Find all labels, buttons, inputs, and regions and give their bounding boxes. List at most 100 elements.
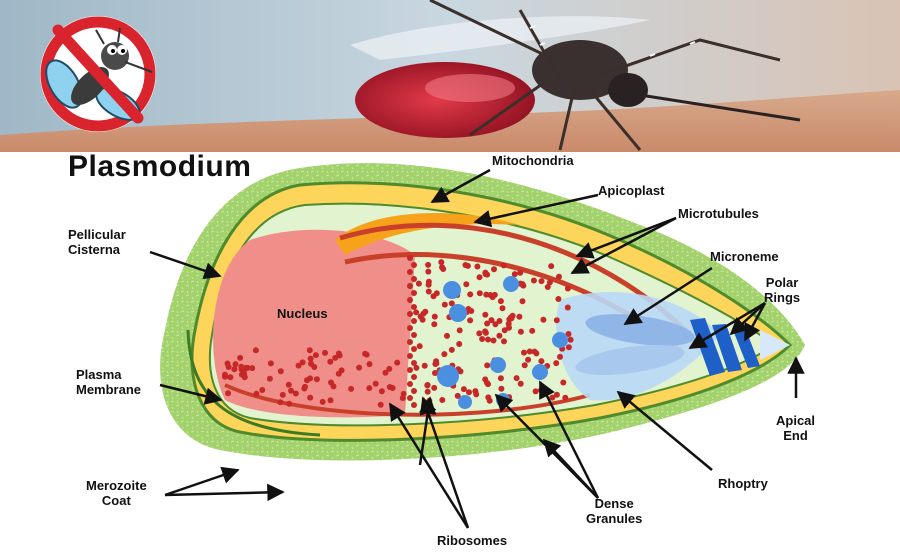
ribosome-dot [482, 328, 488, 334]
ribosome-dot [411, 304, 417, 310]
ribosome-dot [491, 338, 497, 344]
ribosome-dot [477, 290, 483, 296]
ribosome-dot [565, 286, 571, 292]
ribosome-dot [491, 266, 497, 272]
ribosome-dot [301, 386, 307, 392]
ribosome-dot [293, 391, 299, 397]
ribosome-dot [268, 360, 274, 366]
ribosome-dot [407, 381, 413, 387]
ribosome-dot [277, 399, 283, 405]
ribosome-dot [506, 325, 512, 331]
ribosome-dot [539, 278, 545, 284]
ribosome-dot [501, 338, 507, 344]
ribosome-dot [566, 344, 572, 350]
ribosome-dot [555, 296, 561, 302]
ribosome-dot [521, 350, 527, 356]
ribosome-dot [520, 283, 526, 289]
ribosome-dot [313, 352, 319, 358]
ribosome-dot [562, 395, 568, 401]
ribosome-dot [332, 355, 338, 361]
ribosome-dot [327, 359, 333, 365]
ribosome-dot [568, 337, 574, 343]
ribosome-dot [233, 361, 239, 367]
ribosome-dot [407, 269, 413, 275]
ribosome-dot [280, 392, 286, 398]
label-pellicular-cisterna: Pellicular Cisterna [68, 227, 126, 257]
arrow-dense-granules-3 [544, 440, 598, 498]
ribosome-dot [307, 347, 313, 353]
ribosome-dot [520, 298, 526, 304]
label-apical-end: Apical End [776, 413, 815, 443]
ribosome-dot [545, 284, 551, 290]
ribosome-dot [308, 361, 314, 367]
ribosome-dot [267, 376, 273, 382]
ribosome-dot [525, 357, 531, 363]
ribosome-dot [434, 290, 440, 296]
ribosome-dot [554, 392, 560, 398]
ribosome-dot [533, 388, 539, 394]
ribosome-dot [417, 343, 423, 349]
label-mitochondria: Mitochondria [492, 153, 574, 168]
label-apicoplast: Apicoplast [598, 183, 664, 198]
ribosome-dot [472, 388, 478, 394]
ribosome-dot [431, 385, 437, 391]
ribosome-dot [514, 375, 520, 381]
ribosome-dot [510, 313, 516, 319]
ribosome-dot [286, 382, 292, 388]
ribosome-dot [348, 386, 354, 392]
ribosome-dot [540, 317, 546, 323]
ribosome-dot [407, 311, 413, 317]
ribosome-dot [517, 270, 523, 276]
ribosome-dot [529, 328, 535, 334]
ribosome-dot [390, 385, 396, 391]
ribosome-dot [456, 341, 462, 347]
ribosome-dot [554, 317, 560, 323]
ribosome-dot [407, 255, 413, 261]
ribosome-dot [518, 381, 524, 387]
ribosome-dot [425, 389, 431, 395]
ribosome-dot [490, 294, 496, 300]
ribosome-dot [483, 271, 489, 277]
ribosome-dot [356, 365, 362, 371]
ribosome-dot [296, 363, 302, 369]
ribosome-dot [467, 291, 473, 297]
ribosome-dot [479, 336, 485, 342]
label-rhoptry: Rhoptry [718, 476, 768, 491]
ribosome-dot [501, 262, 507, 268]
ribosome-dot [367, 361, 373, 367]
ribosome-dot [304, 377, 310, 383]
ribosome-dot [476, 330, 482, 336]
ribosome-dot [465, 263, 471, 269]
ribosome-dot [482, 312, 488, 318]
ribosome-dot [407, 353, 413, 359]
ribosome-dot [364, 352, 370, 358]
ribosome-dot [548, 263, 554, 269]
ribosome-dot [474, 264, 480, 270]
ribosome-dot [426, 289, 432, 295]
ribosome-dot [439, 264, 445, 270]
ribosome-dot [411, 290, 417, 296]
ribosome-dot [411, 346, 417, 352]
ribosome-dot [565, 305, 571, 311]
label-microtubules: Microtubules [678, 206, 759, 221]
ribosome-dot [225, 390, 231, 396]
ribosome-dot [496, 333, 502, 339]
ribosome-dot [553, 360, 559, 366]
ribosome-dot [231, 366, 237, 372]
ribosome-dot [518, 329, 524, 335]
ribosome-dot [487, 398, 493, 404]
ribosome-dot [424, 382, 430, 388]
ribosome-dot [492, 321, 498, 327]
ribosome-dot [307, 395, 313, 401]
ribosome-dot [411, 374, 417, 380]
ribosome-dot [425, 262, 431, 268]
ribosome-dot [239, 372, 245, 378]
ribosome-dot [328, 397, 334, 403]
ribosome-dot [411, 332, 417, 338]
label-plasma-membrane: Plasma Membrane [76, 367, 141, 397]
ribosome-dot [527, 349, 533, 355]
ribosome-dot [328, 380, 334, 386]
ribosome-dot [425, 269, 431, 275]
ribosome-dot [477, 274, 483, 280]
ribosome-dot [449, 347, 455, 353]
